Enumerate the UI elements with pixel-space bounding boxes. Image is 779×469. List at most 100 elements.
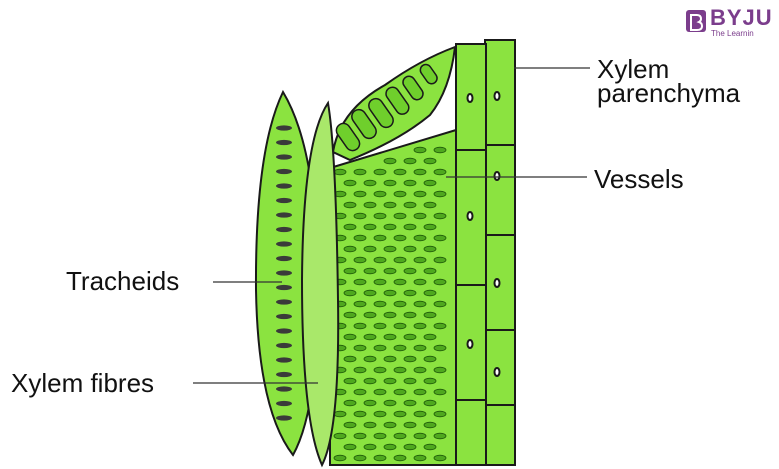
vessel-pit: [394, 345, 406, 351]
vessel-pit: [414, 367, 426, 373]
vessel-pit: [404, 290, 416, 296]
vessel-pit: [424, 312, 436, 318]
vessel-pit: [364, 400, 376, 406]
vessel-pit: [434, 345, 446, 351]
vessel-pit: [344, 378, 356, 384]
vessel-pit: [414, 147, 426, 153]
vessel-pit: [344, 180, 356, 186]
tracheid-pit: [276, 227, 292, 232]
tracheid-pit: [276, 343, 292, 348]
vessel-pit: [354, 345, 366, 351]
vessel-pit: [344, 334, 356, 340]
tracheid-pit: [276, 270, 292, 275]
vessel-pit: [404, 400, 416, 406]
vessel-pit: [354, 389, 366, 395]
tracheid-pit: [276, 357, 292, 362]
vessel-pit: [364, 334, 376, 340]
tracheid-pit: [276, 241, 292, 246]
vessel-pit: [394, 455, 406, 461]
vessel-pit: [424, 422, 436, 428]
vessel-pit: [334, 433, 346, 439]
vessel-pit: [434, 147, 446, 153]
vessel-pit: [414, 257, 426, 263]
vessel-pit: [434, 257, 446, 263]
tracheid-pit: [276, 256, 292, 261]
vessel-pit: [404, 180, 416, 186]
tracheid-pit: [276, 140, 292, 145]
vessel-pit: [424, 268, 436, 274]
byjus-logo: BYJU The Learnin: [686, 8, 779, 38]
vessel-pit: [354, 433, 366, 439]
vessel-pit: [374, 367, 386, 373]
vessel-pit: [404, 224, 416, 230]
tracheid-pits: [276, 125, 292, 420]
vessel-pit: [344, 312, 356, 318]
vessel-pit: [374, 433, 386, 439]
vessel-pit: [354, 235, 366, 241]
vessel-pit: [414, 455, 426, 461]
vessel-pit: [414, 411, 426, 417]
vessel-pit: [434, 411, 446, 417]
vessel-pit: [404, 422, 416, 428]
tracheid-pit: [276, 415, 292, 420]
vessel-pit: [404, 444, 416, 450]
vessel-pit: [334, 169, 346, 175]
vessel-pit: [364, 224, 376, 230]
vessel-pit: [434, 169, 446, 175]
vessel-pit: [344, 268, 356, 274]
tracheid-pit: [276, 154, 292, 159]
vessel-pit: [404, 378, 416, 384]
vessel-pit: [354, 411, 366, 417]
vessel-pit: [384, 400, 396, 406]
vessel-pit: [424, 224, 436, 230]
vessel-pit: [374, 323, 386, 329]
vessel-pit: [354, 191, 366, 197]
vessel-pit: [434, 213, 446, 219]
vessel-pit: [424, 378, 436, 384]
vessel-pit: [414, 213, 426, 219]
vessel-wall-column: [456, 44, 486, 465]
vessel-pit: [344, 444, 356, 450]
vessel-pit: [394, 323, 406, 329]
label-vessels: Vessels: [594, 166, 684, 193]
vessel-pit: [384, 290, 396, 296]
vessel-pit: [424, 444, 436, 450]
vessel-pit: [384, 312, 396, 318]
vessel-pit: [384, 202, 396, 208]
vessel-pit: [354, 213, 366, 219]
vessel-pit: [364, 422, 376, 428]
vessel-pit: [414, 323, 426, 329]
vessel-pit: [374, 257, 386, 263]
vessel-pit: [334, 411, 346, 417]
vessel-pit: [374, 389, 386, 395]
vessel-pit: [424, 246, 436, 252]
vessel-pit: [394, 367, 406, 373]
vessel-pit: [374, 169, 386, 175]
tracheid-pit: [276, 169, 292, 174]
tracheid-pit: [276, 183, 292, 188]
tracheid-pit: [276, 372, 292, 377]
xylem-parenchyma-cells: [485, 40, 515, 465]
vessel-pit: [424, 356, 436, 362]
vessel-pit: [434, 323, 446, 329]
vessel-pit: [384, 224, 396, 230]
vessel-pit: [394, 389, 406, 395]
vessel-pit: [344, 356, 356, 362]
vessel-pit: [424, 180, 436, 186]
vessel-pit: [374, 455, 386, 461]
vessel-pit: [344, 224, 356, 230]
vessel-pit: [424, 400, 436, 406]
vessel-pit: [364, 290, 376, 296]
vessel-pit: [374, 235, 386, 241]
vessel-pit: [354, 257, 366, 263]
vessel-pit: [384, 444, 396, 450]
vessel-pit: [394, 191, 406, 197]
vessel-pit: [354, 301, 366, 307]
vessel-pit: [384, 334, 396, 340]
tracheid-pit: [276, 328, 292, 333]
vessel-pit: [364, 268, 376, 274]
vessel-pit: [394, 411, 406, 417]
vessel-pit: [334, 455, 346, 461]
vessel-pit: [414, 345, 426, 351]
logo-mark-icon: [686, 10, 708, 34]
